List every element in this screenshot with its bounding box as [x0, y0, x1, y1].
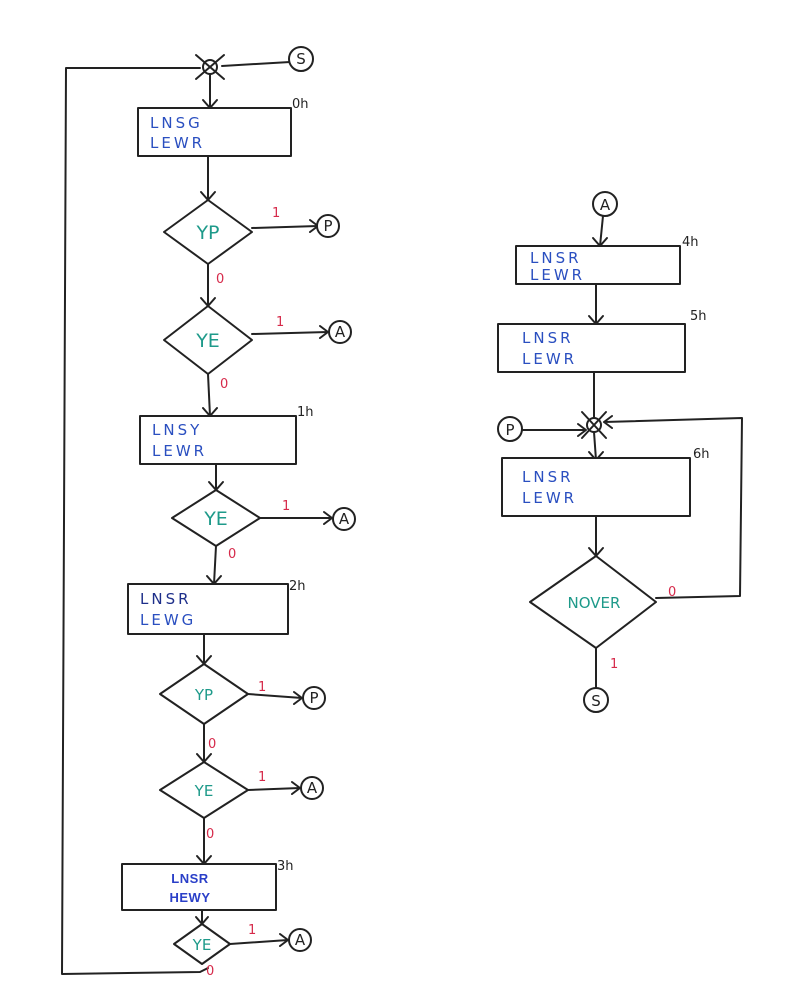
decision-ye-2-no: 0: [228, 547, 236, 562]
state-6h-line2: LEWR: [522, 489, 577, 507]
connector-a-2: [332, 507, 356, 531]
decision-ye-3-yes: 1: [258, 770, 266, 785]
state-box-4h: [515, 245, 681, 285]
flow-4h-to-5h: [588, 283, 604, 325]
decision-ye-4-no: 0: [206, 964, 214, 979]
decision-nover-yes: 1: [610, 657, 618, 672]
state-0h-line1: LNSG: [150, 114, 203, 132]
decision-ye-4-yes: 1: [248, 923, 256, 938]
state-box-5h: [497, 323, 686, 373]
flow-d3-yes: [247, 691, 303, 705]
flow-a-to-4h: [592, 215, 608, 247]
state-1h-tag: 1h: [297, 405, 314, 420]
connector-p-entry-label: P: [505, 421, 514, 439]
flow-6h-to-d6: [588, 515, 604, 557]
decision-nover-no: 0: [668, 585, 676, 600]
decision-ye-2-yes: 1: [282, 499, 290, 514]
state-4h-line2: LEWR: [530, 266, 585, 284]
connector-s-exit-label: S: [591, 692, 601, 710]
decision-yp-2-no: 0: [208, 737, 216, 752]
connector-s-exit: [583, 687, 609, 713]
state-4h-line1: LNSR: [530, 249, 582, 267]
junction-top-left-cross: [195, 54, 225, 80]
connector-s-start-label: S: [296, 50, 306, 68]
connector-s-start: [288, 46, 314, 72]
state-0h-tag: 0h: [292, 97, 309, 112]
state-3h-tag: 3h: [277, 859, 294, 874]
connector-a-2-label: A: [339, 510, 350, 528]
state-5h-line2: LEWR: [522, 350, 577, 368]
decision-yp-1-label: YP: [195, 222, 219, 244]
state-2h-line2: LEWG: [140, 611, 196, 629]
state-box-2h: [127, 583, 289, 635]
decision-yp-1-yes: 1: [272, 206, 280, 221]
connector-p-2: [302, 686, 326, 710]
connector-a-3-label: A: [307, 779, 318, 797]
state-1h-line1: LNSY: [152, 421, 202, 439]
decision-ye-4: [173, 923, 231, 965]
decision-ye-3-no: 0: [206, 827, 214, 842]
flow-d1-yes: [251, 325, 329, 339]
decision-ye-1-no: 0: [220, 377, 228, 392]
flow-s-to-junction: [221, 61, 291, 67]
decision-ye-2-label: YE: [203, 508, 228, 530]
decision-ye-3-label: YE: [194, 782, 214, 800]
flow-d0-yes: [251, 219, 319, 233]
flow-junction-to-6h: [588, 431, 604, 461]
flow-junction-to-0h: [202, 73, 218, 109]
decision-ye-1-label: YE: [195, 330, 220, 352]
decision-ye-4-label: YE: [192, 936, 212, 954]
state-box-1h: [139, 415, 297, 465]
connector-a-1: [328, 320, 352, 344]
state-2h-line1: LNSR: [140, 590, 192, 608]
state-5h-line1: LNSR: [522, 329, 574, 347]
state-4h-tag: 4h: [682, 235, 699, 250]
flow-d0-to-d1: [200, 263, 216, 307]
state-6h-tag: 6h: [693, 447, 710, 462]
flow-nover-loop-back: [603, 415, 743, 599]
decision-yp-2-yes: 1: [258, 680, 266, 695]
connector-a-entry-label: A: [600, 196, 611, 214]
connector-p-1: [316, 214, 340, 238]
feedback-loop-line: [61, 67, 209, 975]
flow-d5-yes: [229, 933, 289, 947]
flow-d2-to-2h: [206, 545, 222, 585]
connector-p-2-label: P: [309, 689, 318, 707]
flow-d4-yes: [247, 781, 301, 795]
connector-a-4-label: A: [295, 931, 306, 949]
flow-d2-yes: [259, 511, 333, 525]
state-box-0h: [137, 107, 292, 157]
state-box-3h: [121, 863, 277, 911]
state-6h-line1: LNSR: [522, 468, 574, 486]
decision-yp-2-label: YP: [194, 686, 213, 704]
state-2h-tag: 2h: [289, 579, 306, 594]
decision-ye-1-yes: 1: [276, 315, 284, 330]
flow-3h-to-d5: [195, 909, 209, 925]
connector-a-entry: [592, 191, 618, 217]
decision-nover-label: NOVER: [568, 594, 621, 612]
state-1h-line2: LEWR: [152, 442, 207, 460]
flow-d1-to-1h: [202, 373, 218, 417]
flow-1h-to-d2: [208, 463, 224, 491]
junction-right-cross: [581, 411, 607, 439]
flow-p-to-junction: [521, 423, 587, 437]
connector-a-4: [288, 928, 312, 952]
flow-2h-to-d3: [196, 633, 212, 665]
state-box-6h: [501, 457, 691, 517]
state-0h-line2: LEWR: [150, 134, 205, 152]
decision-yp-1-no: 0: [216, 272, 224, 287]
connector-a-3: [300, 776, 324, 800]
flow-0h-to-d0: [200, 155, 216, 201]
connector-p-1-label: P: [323, 217, 332, 235]
state-3h-line1: LNSR: [171, 871, 209, 886]
state-3h-line2: HEWY: [170, 890, 211, 905]
connector-a-1-label: A: [335, 323, 346, 341]
state-5h-tag: 5h: [690, 309, 707, 324]
